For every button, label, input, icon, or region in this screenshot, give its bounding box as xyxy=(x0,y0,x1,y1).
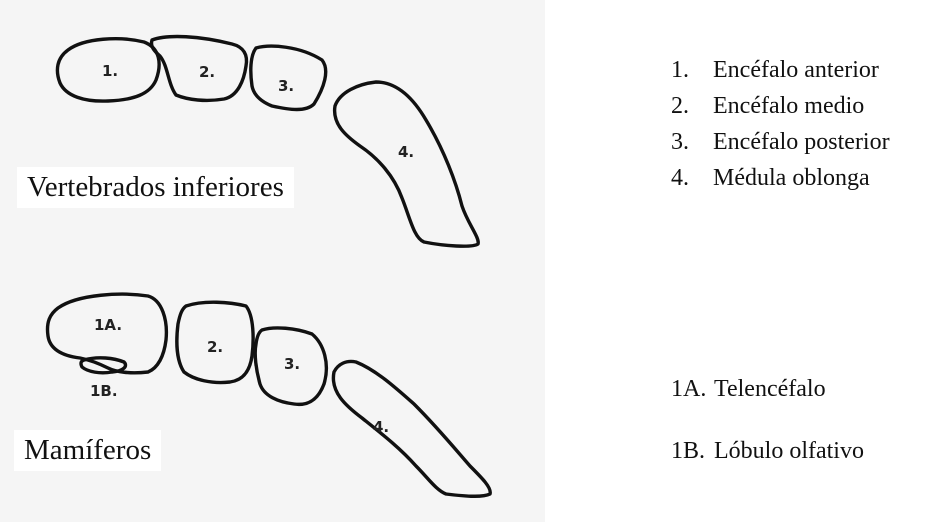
legend-mammals: 1A. Telencéfalo 1B. Lóbulo olfativo xyxy=(671,358,864,482)
lower-vertebrates-brain: 1. 2. 3. 4. xyxy=(57,37,478,247)
region-label-3-mammal: 3. xyxy=(284,355,300,373)
legend-text: Encéfalo anterior xyxy=(713,52,879,88)
legend-item: 3. Encéfalo posterior xyxy=(671,124,890,160)
legend-text: Médula oblonga xyxy=(713,160,870,196)
legend-text: Telencéfalo xyxy=(714,358,826,420)
legend-text: Encéfalo posterior xyxy=(713,124,890,160)
region-label-1a: 1A. xyxy=(94,316,122,334)
legend-item: 1A. Telencéfalo xyxy=(671,358,864,420)
legend-lower-vertebrates: 1. Encéfalo anterior 2. Encéfalo medio 3… xyxy=(671,52,890,196)
legend-number: 3. xyxy=(671,124,713,160)
legend-text: Encéfalo medio xyxy=(713,88,864,124)
legend-item: 4. Médula oblonga xyxy=(671,160,890,196)
legend-text: Lóbulo olfativo xyxy=(714,420,864,482)
mammals-title: Mamíferos xyxy=(14,430,161,471)
legend-item: 1. Encéfalo anterior xyxy=(671,52,890,88)
legend-number: 1. xyxy=(671,52,713,88)
region-label-1: 1. xyxy=(102,62,118,80)
legend-number: 1B. xyxy=(671,420,714,482)
legend-item: 2. Encéfalo medio xyxy=(671,88,890,124)
region-label-4-mammal: 4. xyxy=(373,418,389,436)
region-label-3: 3. xyxy=(278,77,294,95)
legend-item: 1B. Lóbulo olfativo xyxy=(671,420,864,482)
legend-number: 2. xyxy=(671,88,713,124)
medulla-region-mammal xyxy=(333,361,490,496)
medulla-region xyxy=(335,82,479,246)
region-label-1b: 1B. xyxy=(90,382,118,400)
legend-number: 4. xyxy=(671,160,713,196)
lower-vertebrates-title: Vertebrados inferiores xyxy=(17,167,294,208)
region-label-2-mammal: 2. xyxy=(207,338,223,356)
legend-number: 1A. xyxy=(671,358,714,420)
region-label-2: 2. xyxy=(199,63,215,81)
region-label-4: 4. xyxy=(398,143,414,161)
